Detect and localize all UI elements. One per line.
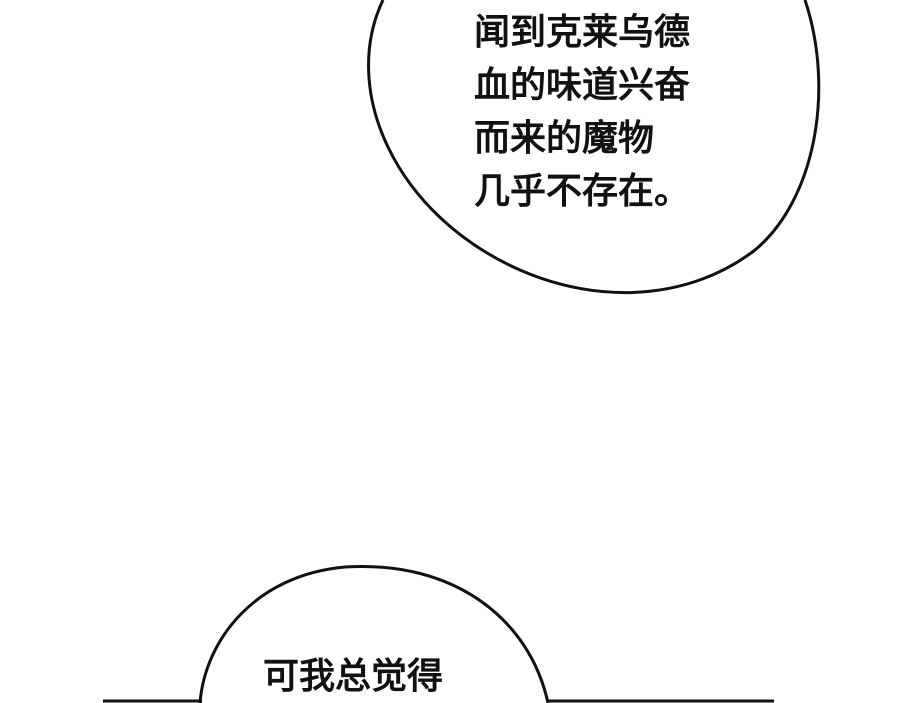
speech-bubble-top-outline [367, 0, 821, 295]
speech-text-top: 闻到克莱乌德 血的味道兴奋 而来的魔物 几乎不存在。 [474, 6, 690, 218]
speech-line: 闻到克莱乌德 [474, 12, 691, 53]
speech-line: 可我总觉得 [263, 656, 444, 697]
speech-line: 几乎不存在。 [474, 171, 691, 212]
speech-line: 血的味道兴奋 [474, 65, 691, 106]
speech-bubble-bottom-outline [198, 564, 550, 703]
speech-text-bottom: 可我总觉得 [263, 650, 443, 703]
speech-line: 而来的魔物 [474, 118, 655, 159]
